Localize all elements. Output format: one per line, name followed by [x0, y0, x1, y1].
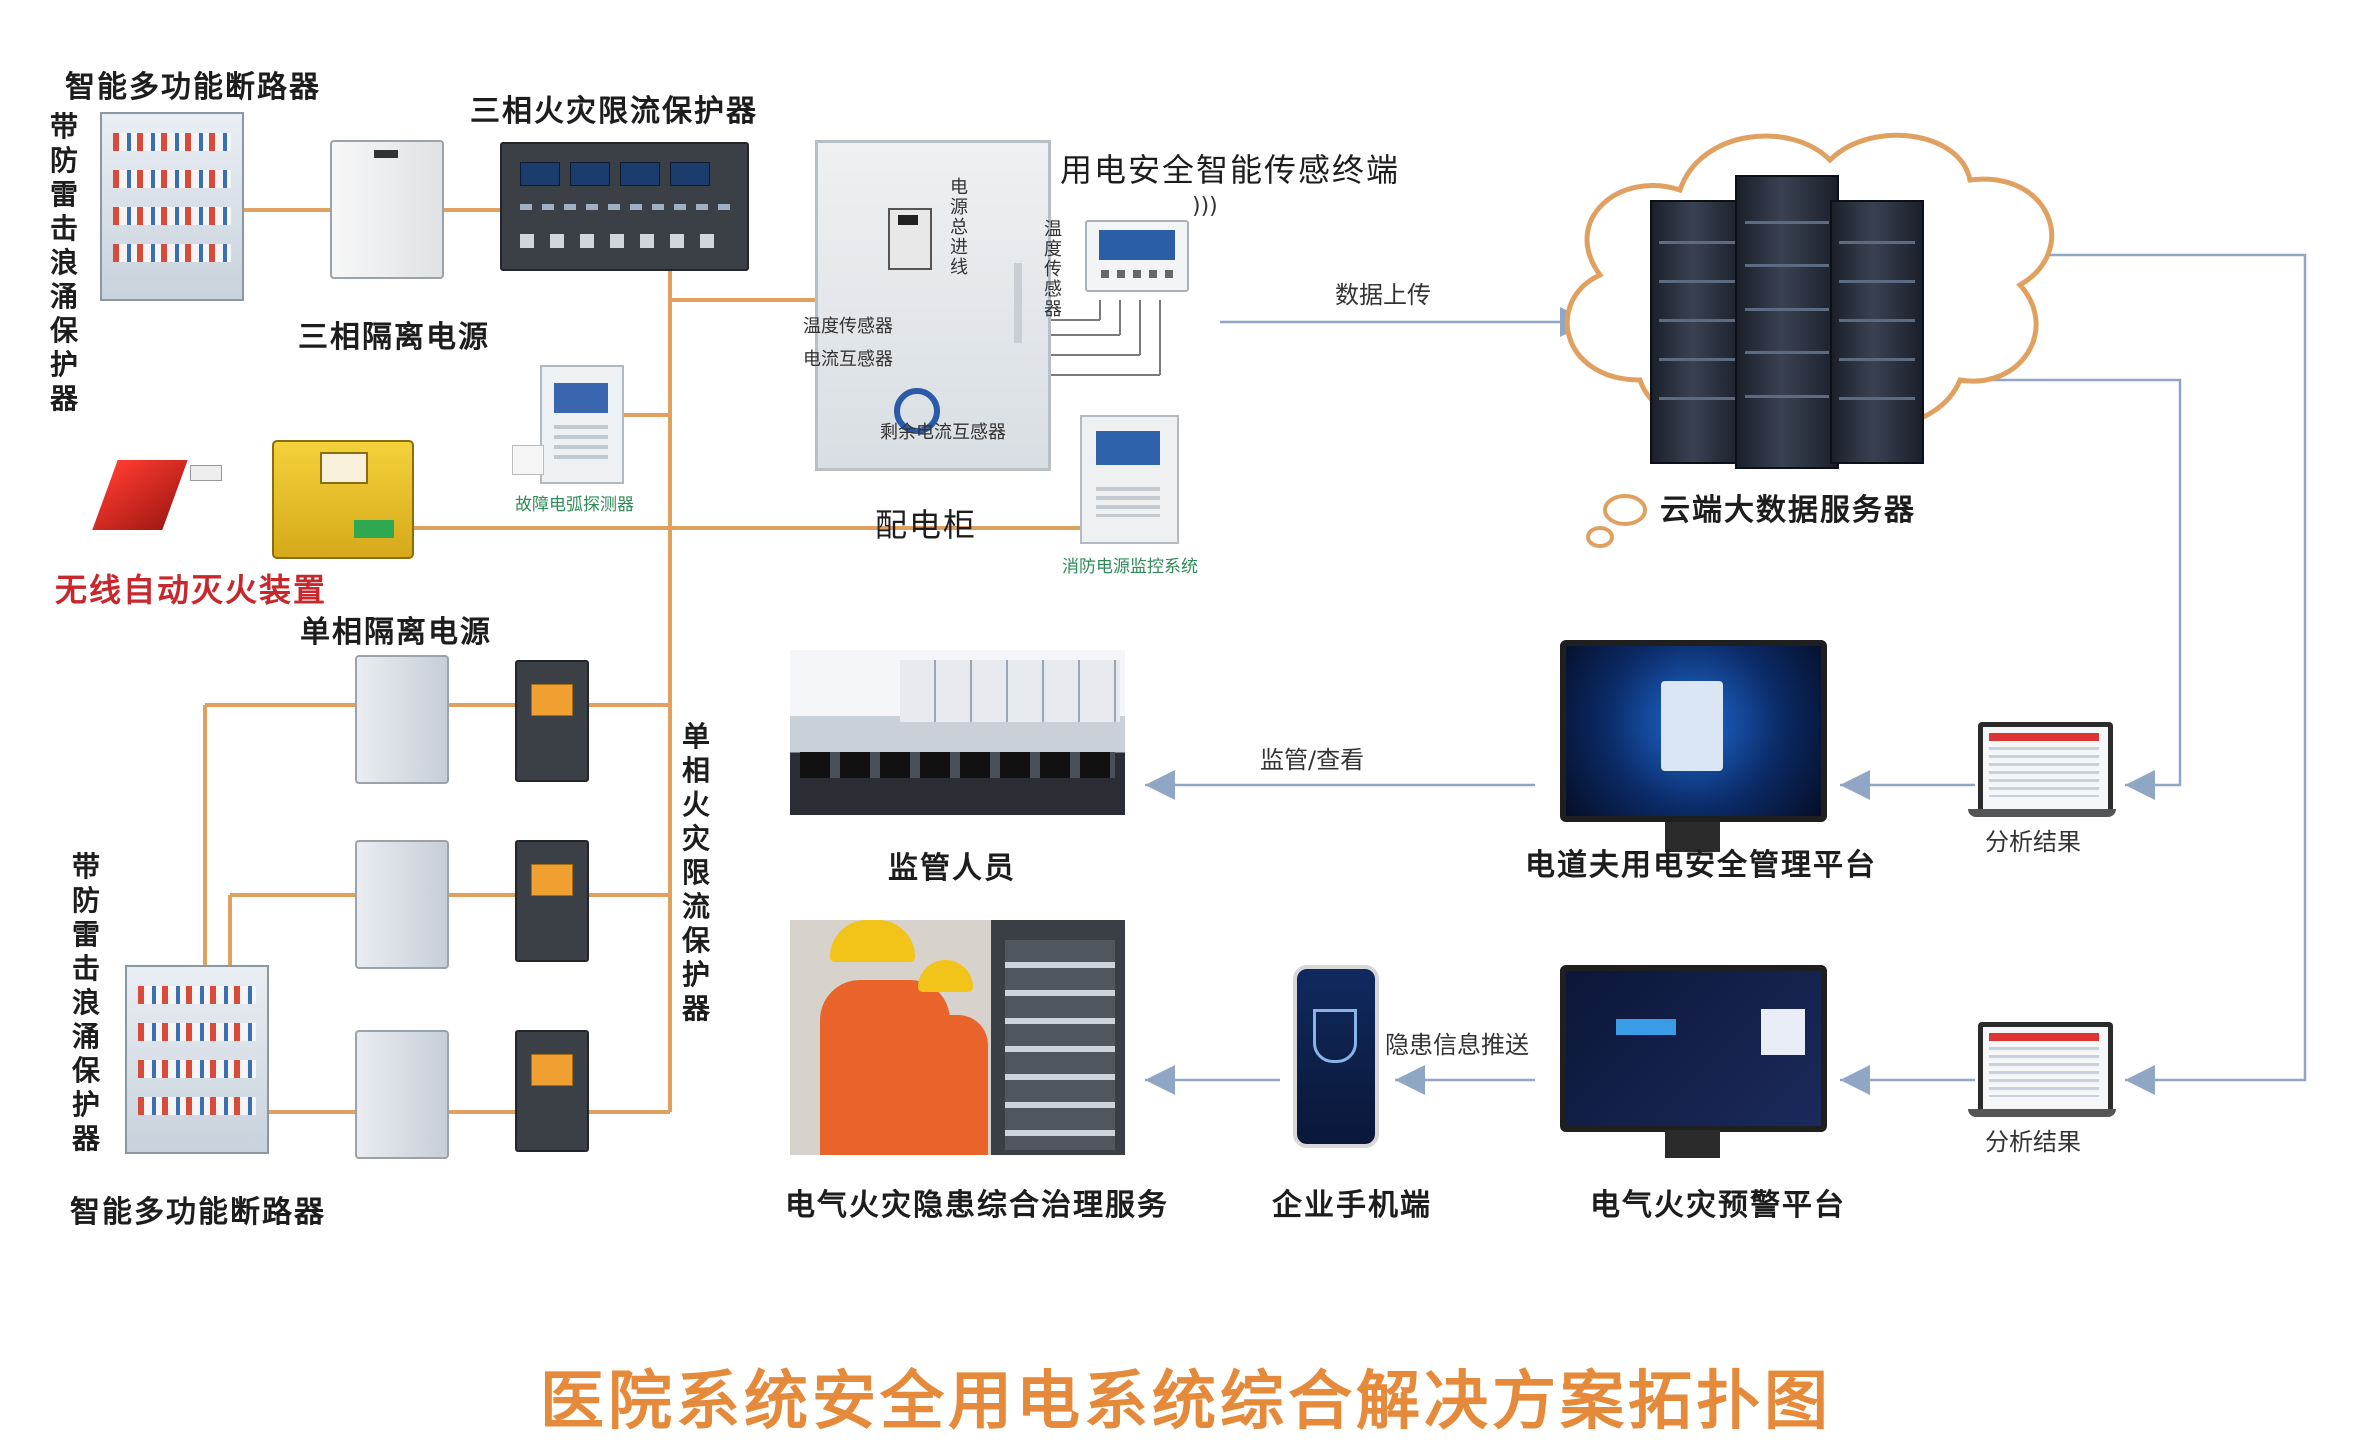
- arc-detector-small: [512, 445, 544, 475]
- label-single-phase-protector: 单相火灾限流保护器: [681, 720, 710, 1025]
- label-supervisors: 监管人员: [888, 851, 1016, 886]
- label-surge-top: 带防雷击浪涌保护器: [49, 110, 78, 415]
- single-phase-isolation-3: [355, 1030, 449, 1159]
- label-analysis-result-1: 分析结果: [1985, 828, 2081, 856]
- label-three-phase-isolation: 三相隔离电源: [298, 320, 490, 355]
- label-breaker-bottom: 智能多功能断路器: [70, 1195, 326, 1230]
- label-cloud-server: 云端大数据服务器: [1660, 493, 1916, 528]
- laptop-icon: [1978, 722, 2113, 814]
- laptop-icon: [1978, 1022, 2113, 1114]
- server-icon: [1830, 200, 1924, 464]
- laptop-base: [1968, 809, 2116, 817]
- label-arc-detector: 故障电弧探测器: [515, 495, 634, 515]
- label-three-phase-protector: 三相火灾限流保护器: [470, 94, 758, 129]
- label-fire-power-monitor: 消防电源监控系统: [1062, 557, 1198, 577]
- single-phase-isolation-2: [355, 840, 449, 969]
- single-phase-isolation-1: [355, 655, 449, 784]
- label-data-upload: 数据上传: [1335, 281, 1431, 309]
- monitor-icon: [1560, 965, 1827, 1132]
- label-surge-bottom: 带防雷击浪涌保护器: [71, 850, 100, 1155]
- label-analysis-result-2: 分析结果: [1985, 1128, 2081, 1156]
- label-management-platform: 电道夫用电安全管理平台: [1525, 848, 1877, 883]
- supervisors-control-room: [790, 650, 1125, 815]
- label-main-incoming: 电源总进线: [950, 177, 968, 278]
- breaker-panel-top: [100, 112, 244, 301]
- label-current-transformer: 电流互感器: [803, 349, 893, 370]
- label-sensing-terminal: 用电安全智能传感终端: [1060, 151, 1401, 189]
- single-phase-protector-3: [515, 1030, 589, 1152]
- label-residual-current: 剩余电流互感器: [880, 422, 1006, 443]
- server-icon: [1735, 175, 1839, 469]
- wifi-icon: ))): [1192, 194, 1218, 219]
- monitor-icon: [1560, 640, 1827, 822]
- monitor-stand: [1665, 822, 1720, 852]
- three-phase-isolation-cabinet: [330, 140, 444, 279]
- extinguisher-red-device: [92, 440, 235, 550]
- label-hazard-push: 隐患信息推送: [1385, 1031, 1529, 1059]
- label-temp-sensor-vertical: 温度传感器: [1044, 219, 1062, 320]
- label-breaker-top: 智能多功能断路器: [65, 70, 321, 105]
- phone-icon: [1293, 965, 1379, 1148]
- distribution-cabinet: [815, 140, 1051, 471]
- page-title: 医院系统安全用电系统综合解决方案拓扑图: [540, 1364, 1832, 1439]
- blue-arrows: [1145, 253, 2307, 1095]
- server-icon: [1650, 200, 1744, 464]
- label-warning-platform: 电气火灾预警平台: [1590, 1188, 1846, 1223]
- extinguisher-controller: [272, 440, 414, 559]
- label-temp-sensor: 温度传感器: [803, 316, 893, 337]
- label-single-phase-isolation: 单相隔离电源: [300, 615, 492, 650]
- single-phase-protector-1: [515, 660, 589, 782]
- sensing-terminal-device: [1085, 220, 1189, 292]
- single-phase-protector-2: [515, 840, 589, 962]
- label-governance-service: 电气火灾隐患综合治理服务: [785, 1188, 1169, 1223]
- three-phase-protector-device: [500, 142, 749, 271]
- arc-detector-device: [540, 365, 624, 484]
- fire-power-monitor-device: [1080, 415, 1179, 544]
- label-wireless-extinguisher: 无线自动灭火装置: [55, 571, 328, 609]
- monitor-stand: [1665, 1130, 1720, 1158]
- orange-wiring: [203, 208, 1080, 1114]
- label-enterprise-mobile: 企业手机端: [1272, 1188, 1432, 1223]
- label-supervise-view: 监管/查看: [1260, 746, 1365, 774]
- governance-service-photo: [790, 920, 1125, 1155]
- label-distribution-cabinet: 配电柜: [875, 506, 978, 544]
- breaker-panel-bottom: [125, 965, 269, 1154]
- laptop-base: [1968, 1109, 2116, 1117]
